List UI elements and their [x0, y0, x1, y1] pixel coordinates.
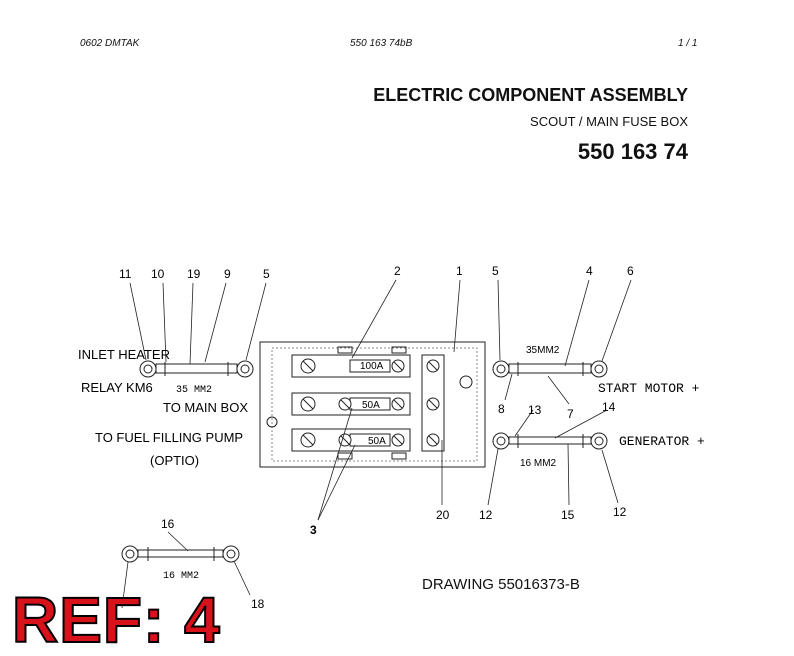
callout-14: 14: [602, 400, 616, 414]
callout-8: 8: [498, 402, 505, 416]
page-title: ELECTRIC COMPONENT ASSEMBLY: [373, 85, 688, 105]
callout-3: 3: [310, 523, 317, 537]
callout-20: 20: [436, 508, 450, 522]
spare-cable: [121, 545, 240, 563]
fuse-row-3: [291, 428, 411, 452]
fuse-tab: [391, 346, 407, 354]
fuse-tab: [337, 452, 353, 460]
callout-4: 4: [586, 264, 593, 278]
callout-18: 18: [251, 597, 265, 611]
start-motor-cable: [492, 360, 608, 378]
label-inlet-heater: INLET HEATER: [78, 347, 170, 362]
header-left: 0602 DMTAK: [80, 38, 140, 49]
header-document-code: 550 163 74bB: [350, 38, 413, 49]
callout-7: 7: [567, 407, 574, 421]
fuse-box-inner: [271, 347, 478, 462]
label-start-motor: START MOTOR +: [598, 381, 700, 396]
header-page-number: 1 / 1: [678, 38, 698, 49]
mount-hole-left: [266, 416, 278, 428]
start-motor-cable-size: 35MM2: [526, 345, 560, 356]
leader-lines: [121, 279, 632, 609]
fuse-label-50a-1: 50A: [362, 400, 380, 411]
left-cable: [139, 360, 254, 378]
ref-stamp: REF: 4: [11, 584, 221, 656]
fuse-box-housing: [259, 341, 486, 468]
generator-cable: [492, 432, 608, 450]
callout-19: 19: [187, 267, 201, 281]
callout-5-left: 5: [263, 267, 270, 281]
page-subtitle: SCOUT / MAIN FUSE BOX: [530, 114, 688, 129]
part-number: 550 163 74: [577, 139, 688, 164]
callout-15: 15: [561, 508, 575, 522]
fuse-label-50a-2: 50A: [368, 436, 386, 447]
callout-6: 6: [627, 264, 634, 278]
fuse-row-1: [291, 354, 411, 378]
fuse-tab: [391, 452, 407, 460]
generator-cable-size: 16 MM2: [520, 458, 557, 469]
label-relay-km6: RELAY KM6: [81, 380, 153, 395]
fuse-label-100a: 100A: [360, 361, 384, 372]
callout-16: 16: [161, 517, 175, 531]
callout-5-right: 5: [492, 264, 499, 278]
fuse-100a: [349, 359, 391, 373]
callout-9: 9: [224, 267, 231, 281]
callout-13: 13: [528, 403, 542, 417]
callout-1: 1: [456, 264, 463, 278]
callout-11: 11: [119, 267, 132, 281]
label-generator: GENERATOR +: [619, 434, 705, 449]
drawing-number: DRAWING 55016373-B: [422, 576, 580, 593]
callout-12-left: 12: [479, 508, 493, 522]
label-to-main-box: TO MAIN BOX: [163, 400, 248, 415]
spare-cable-size: 16 MM2: [163, 571, 199, 582]
label-optio: (OPTIO): [150, 453, 199, 468]
callout-12-right: 12: [613, 505, 627, 519]
label-fuel-filling-pump: TO FUEL FILLING PUMP: [95, 430, 243, 445]
screw-icons: [300, 358, 440, 448]
bus-bar: [421, 354, 445, 452]
left-cable-size: 35 MM2: [176, 385, 212, 396]
fuse-tab: [337, 346, 353, 354]
callout-10: 10: [151, 267, 165, 281]
callout-2: 2: [394, 264, 401, 278]
mount-hole-right: [459, 375, 473, 389]
fuse-row-2: [291, 392, 411, 416]
